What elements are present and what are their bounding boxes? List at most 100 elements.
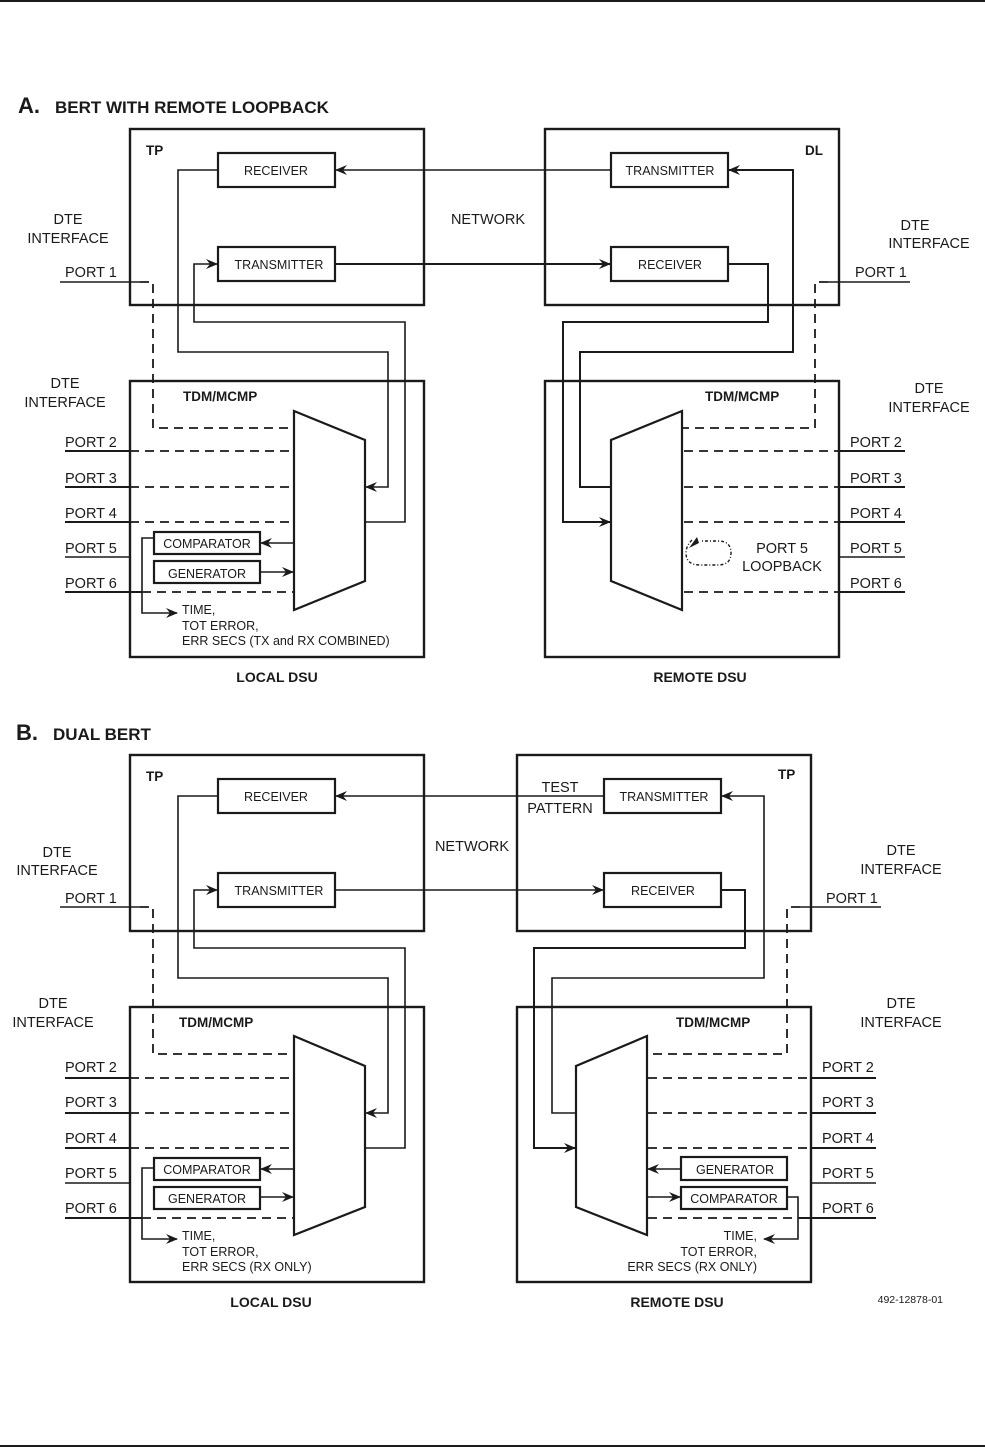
b-remote-dsu-label: REMOTE DSU <box>630 1294 723 1310</box>
remote-mux <box>609 409 684 612</box>
right-port-5: PORT 5 <box>850 541 902 557</box>
b-right-port-3: PORT 3 <box>822 1095 874 1111</box>
b-local-generator-label: GENERATOR <box>168 1192 246 1206</box>
left-port-5: PORT 5 <box>65 541 117 557</box>
b-remote-tp-tag: TP <box>778 767 795 782</box>
left-port-3: PORT 3 <box>65 471 117 487</box>
b-local-mux <box>292 1034 367 1237</box>
b-local-dsu-mux-label: TDM/MCMP <box>179 1015 253 1030</box>
right-port-1: PORT 1 <box>855 265 907 281</box>
right-dte-top-line2: INTERFACE <box>888 236 970 252</box>
left-port-1-dashed-path <box>140 281 293 429</box>
b-left-dte-top-line1: DTE <box>43 845 72 861</box>
b-local-transmitter-label: TRANSMITTER <box>235 884 324 898</box>
b-local-receiver-label: RECEIVER <box>244 790 308 804</box>
b-left-dte-bottom-line1: DTE <box>39 996 68 1012</box>
b-remote-comparator-label: COMPARATOR <box>690 1192 778 1206</box>
local-dsu-box <box>128 379 426 659</box>
b-left-port-5: PORT 5 <box>65 1166 117 1182</box>
b-right-dte-bottom-line2: INTERFACE <box>860 1015 942 1031</box>
b-left-dte-bottom-line2: INTERFACE <box>12 1015 94 1031</box>
right-dte-bottom-line2: INTERFACE <box>888 400 970 416</box>
right-dte-top-line1: DTE <box>901 218 930 234</box>
right-port-1-dashed-path <box>682 281 828 429</box>
b-remote-result-line3: ERR SECS (RX ONLY) <box>627 1260 757 1274</box>
local-receiver-to-mux-wire <box>177 169 389 492</box>
local-tp-tag: TP <box>146 143 163 158</box>
b-right-dte-top-line2: INTERFACE <box>860 862 942 878</box>
b-remote-receiver-box <box>602 871 723 909</box>
b-remote-receiver-label: RECEIVER <box>631 884 695 898</box>
b-right-port-5: PORT 5 <box>822 1166 874 1182</box>
b-left-port-1: PORT 1 <box>65 891 117 907</box>
b-local-mux-to-transmitter-wire <box>193 885 406 1149</box>
left-dte-top-line1: DTE <box>54 212 83 228</box>
left-port-1: PORT 1 <box>65 265 117 281</box>
loopback-label-line1: PORT 5 <box>756 541 808 557</box>
b-remote-generator-label: GENERATOR <box>696 1163 774 1177</box>
local-receiver-label: RECEIVER <box>244 164 308 178</box>
left-port-2: PORT 2 <box>65 435 117 451</box>
section-a: A. BERT WITH REMOTE LOOPBACK TP RECEIVER… <box>18 93 970 685</box>
section-b: B. DUAL BERT TP RECEIVER TRANSMITTER TP … <box>12 720 943 1310</box>
b-right-dte-top-line1: DTE <box>887 843 916 859</box>
section-a-letter: A. <box>18 93 40 118</box>
b-right-port-1-dashed-path <box>650 906 800 1055</box>
local-mux <box>292 409 367 612</box>
local-comparator-label: COMPARATOR <box>163 537 251 551</box>
b-remote-dsu-mux-label: TDM/MCMP <box>676 1015 750 1030</box>
remote-mux-to-transmitter-wire <box>579 165 794 488</box>
right-dte-bottom-line1: DTE <box>915 381 944 397</box>
b-left-port-2: PORT 2 <box>65 1060 117 1076</box>
b-network-label: NETWORK <box>435 839 509 855</box>
section-b-letter: B. <box>16 720 38 745</box>
loopback-arrow-icon <box>689 537 699 548</box>
b-local-transmitter-box <box>216 871 337 909</box>
remote-receiver-to-mux-wire <box>562 263 769 527</box>
b-local-dsu-label: LOCAL DSU <box>230 1294 311 1310</box>
b-local-receiver-to-mux-wire <box>177 795 389 1118</box>
remote-receiver-label: RECEIVER <box>638 258 702 272</box>
remote-transmitter-label: TRANSMITTER <box>626 164 715 178</box>
figure-number: 492-12878-01 <box>878 1294 944 1306</box>
b-local-receiver-box <box>216 777 337 815</box>
b-local-result-line1: TIME, <box>182 1229 215 1243</box>
b-right-port-2: PORT 2 <box>822 1060 874 1076</box>
b-local-dsu-box <box>128 1005 426 1284</box>
local-dsu-mux-label: TDM/MCMP <box>183 389 257 404</box>
right-port-3: PORT 3 <box>850 471 902 487</box>
b-left-dte-top-line2: INTERFACE <box>16 863 98 879</box>
b-remote-mux-to-transmitter-wire <box>551 791 765 1114</box>
network-label: NETWORK <box>451 212 525 228</box>
left-port-4: PORT 4 <box>65 506 117 522</box>
local-generator-label: GENERATOR <box>168 567 246 581</box>
local-result-line3: ERR SECS (TX and RX COMBINED) <box>182 634 390 648</box>
b-remote-transmitter-box <box>602 777 723 815</box>
left-dte-top-line2: INTERFACE <box>27 231 109 247</box>
remote-receiver-box <box>609 245 730 283</box>
b-remote-result-line2: TOT ERROR, <box>680 1245 757 1259</box>
left-dte-bottom-line1: DTE <box>51 376 80 392</box>
b-left-port-1-dashed-path <box>140 906 293 1055</box>
b-local-result-line2: TOT ERROR, <box>182 1245 259 1259</box>
remote-dsu-box <box>543 379 841 659</box>
b-remote-transmitter-label: TRANSMITTER <box>620 790 709 804</box>
right-port-4: PORT 4 <box>850 506 902 522</box>
local-transmitter-label: TRANSMITTER <box>235 258 324 272</box>
section-b-title: DUAL BERT <box>53 725 152 744</box>
b-left-port-3: PORT 3 <box>65 1095 117 1111</box>
section-a-title: BERT WITH REMOTE LOOPBACK <box>55 98 330 117</box>
b-remote-comparator-box <box>679 1185 789 1211</box>
left-dte-bottom-line2: INTERFACE <box>24 395 106 411</box>
b-local-generator-box <box>152 1185 262 1211</box>
loopback-label-line2: LOOPBACK <box>742 559 822 575</box>
comparator-results-arrow <box>141 537 178 618</box>
right-port-2: PORT 2 <box>850 435 902 451</box>
b-local-tp-box <box>128 753 426 933</box>
b-right-port-1: PORT 1 <box>826 891 878 907</box>
test-pattern-line2: PATTERN <box>527 801 593 817</box>
b-remote-results-arrow <box>763 1196 799 1244</box>
left-port-6: PORT 6 <box>65 576 117 592</box>
local-mux-to-transmitter-wire <box>193 259 406 523</box>
local-receiver-box <box>216 151 337 189</box>
